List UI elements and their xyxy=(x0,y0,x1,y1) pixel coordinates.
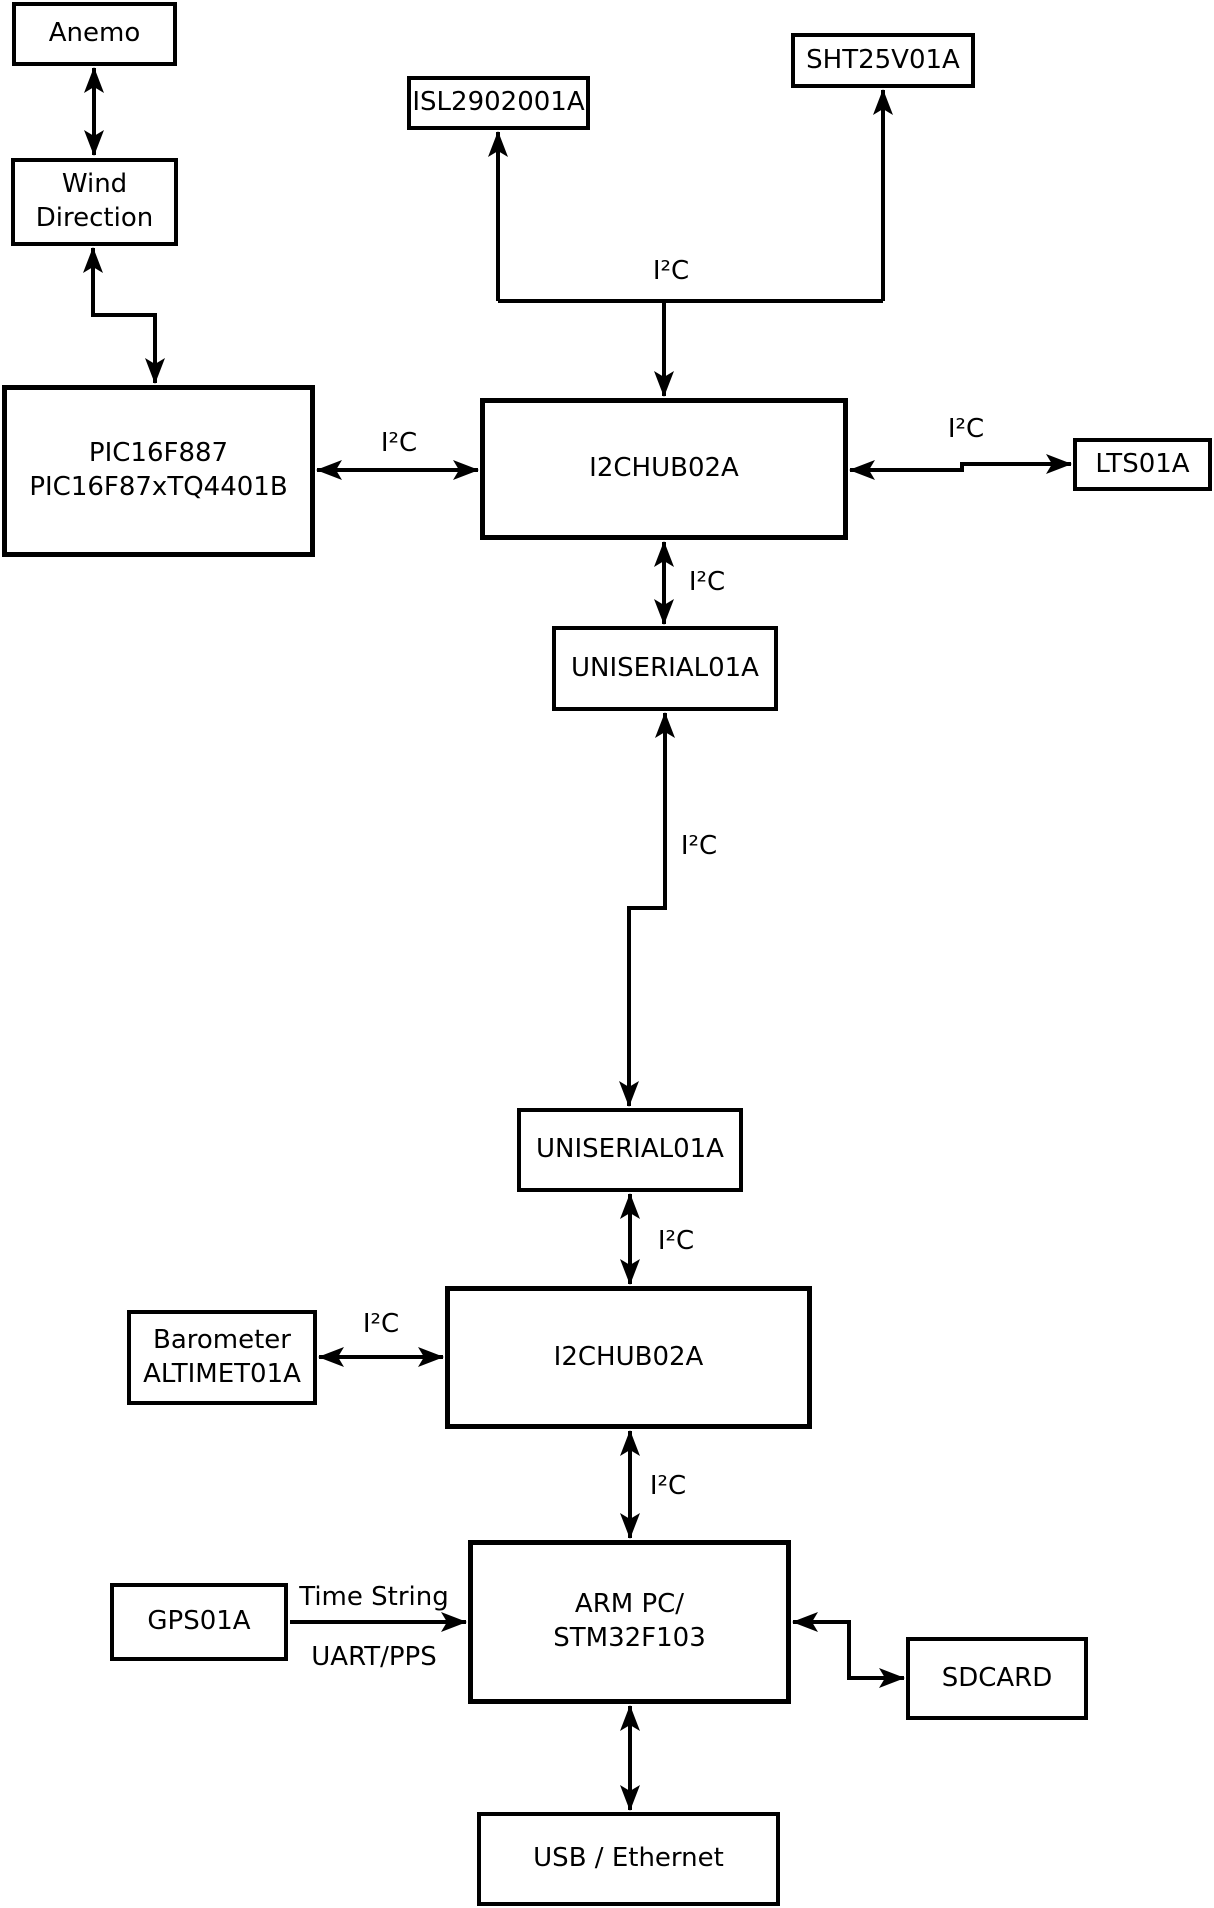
edge-hub1-lts xyxy=(849,454,1072,480)
node-pic16f887: PIC16F887 PIC16F87xTQ4401B xyxy=(2,385,315,557)
node-i2chub02a-2: I2CHUB02A xyxy=(445,1286,812,1429)
node-i2chub02a-1: I2CHUB02A xyxy=(480,398,848,540)
edge-uniserial1-uniserial2 xyxy=(619,712,675,1107)
edge-armpc-sdcard xyxy=(792,1612,905,1688)
edge-label-i2c-hub2-armpc: I²C xyxy=(649,1471,687,1501)
edge-label-i2c-hub1-uniserial1: I²C xyxy=(688,567,726,597)
node-sdcard: SDCARD xyxy=(906,1637,1088,1720)
node-uniserial01a-1: UNISERIAL01A xyxy=(552,626,778,711)
edge-label-uart-pps: UART/PPS xyxy=(311,1642,437,1672)
node-uniserial01a-2: UNISERIAL01A xyxy=(517,1108,743,1192)
node-lts01a: LTS01A xyxy=(1073,438,1212,491)
edge-label-i2c-uniserial2-hub2: I²C xyxy=(657,1226,695,1256)
node-sht25v01a: SHT25V01A xyxy=(791,33,975,88)
node-isl2902001a: ISL2902001A xyxy=(407,76,590,130)
edge-label-i2c-hub1-lts: I²C xyxy=(947,414,985,444)
edge-label-time-string: Time String xyxy=(299,1582,449,1612)
node-gps01a: GPS01A xyxy=(110,1583,288,1661)
node-usb-ethernet: USB / Ethernet xyxy=(477,1812,780,1906)
node-armpc-stm32f103: ARM PC/ STM32F103 xyxy=(468,1540,791,1704)
edge-label-i2c-pic-hub1: I²C xyxy=(380,428,418,458)
edge-label-i2c-barometer-hub2: I²C xyxy=(362,1309,400,1339)
edge-wind-pic xyxy=(83,247,165,384)
node-anemo: Anemo xyxy=(12,2,177,66)
edge-label-i2c-uniserial-link: I²C xyxy=(680,831,718,861)
node-barometer-altimet01a: Barometer ALTIMET01A xyxy=(127,1310,317,1405)
edge-label-i2c-top-bus: I²C xyxy=(652,256,690,286)
node-wind-direction: Wind Direction xyxy=(11,158,178,246)
